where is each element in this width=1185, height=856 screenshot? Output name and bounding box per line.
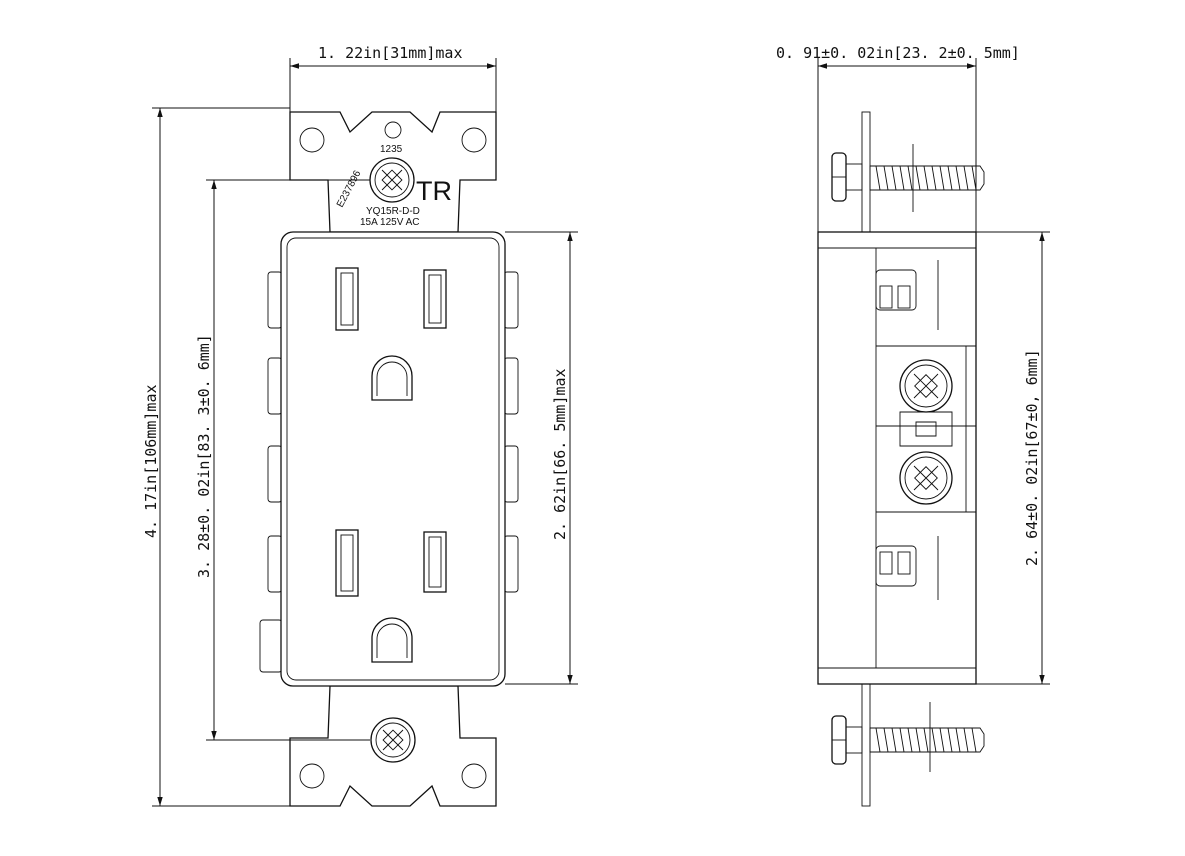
upper-outlet bbox=[335, 267, 447, 401]
front-view: 1235 E237896 YQ15R-D-D 15A 125V AC TR bbox=[142, 44, 578, 807]
marking-rating: 15A 125V AC bbox=[360, 217, 420, 228]
dim-mounting-spacing: 3. 28±0. 02in[83. 3±0. 6mm] bbox=[195, 179, 370, 741]
tr-logo: TR bbox=[416, 176, 452, 206]
side-top-screw bbox=[831, 144, 985, 212]
side-view: 0. 91±0. 02in[23. 2±0. 5mm] 2. 64±0. 02i… bbox=[776, 44, 1050, 807]
dim-mounting-spacing-label: 3. 28±0. 02in[83. 3±0. 6mm] bbox=[195, 334, 213, 578]
marking-file-number: E237896 bbox=[335, 169, 364, 210]
dim-depth: 0. 91±0. 02in[23. 2±0. 5mm] bbox=[776, 44, 1020, 232]
dim-depth-label: 0. 91±0. 02in[23. 2±0. 5mm] bbox=[776, 44, 1020, 62]
dim-body-height: 2. 64±0. 02in[67±0, 6mm] bbox=[976, 231, 1050, 685]
marking-model: YQ15R-D-D bbox=[366, 206, 420, 217]
terminal-screws bbox=[899, 359, 953, 505]
side-clips bbox=[875, 269, 917, 587]
top-mounting-screw bbox=[369, 157, 415, 203]
dim-face-height: 2. 62in[66. 5mm]max bbox=[505, 231, 578, 685]
dim-body-height-label: 2. 64±0. 02in[67±0, 6mm] bbox=[1023, 349, 1041, 566]
dim-face-height-label: 2. 62in[66. 5mm]max bbox=[551, 368, 569, 540]
marking-code: 1235 bbox=[380, 144, 403, 155]
dim-width-label: 1. 22in[31mm]max bbox=[318, 44, 463, 62]
dim-width: 1. 22in[31mm]max bbox=[289, 44, 497, 112]
side-body bbox=[817, 231, 977, 685]
bottom-mounting-strap bbox=[289, 685, 497, 807]
receptacle-face bbox=[280, 231, 506, 687]
dim-overall-height-label: 4. 17in[106mm]max bbox=[142, 384, 160, 538]
lower-outlet bbox=[335, 529, 447, 663]
side-bottom-screw bbox=[831, 702, 985, 772]
dim-overall-height: 4. 17in[106mm]max bbox=[142, 107, 290, 807]
